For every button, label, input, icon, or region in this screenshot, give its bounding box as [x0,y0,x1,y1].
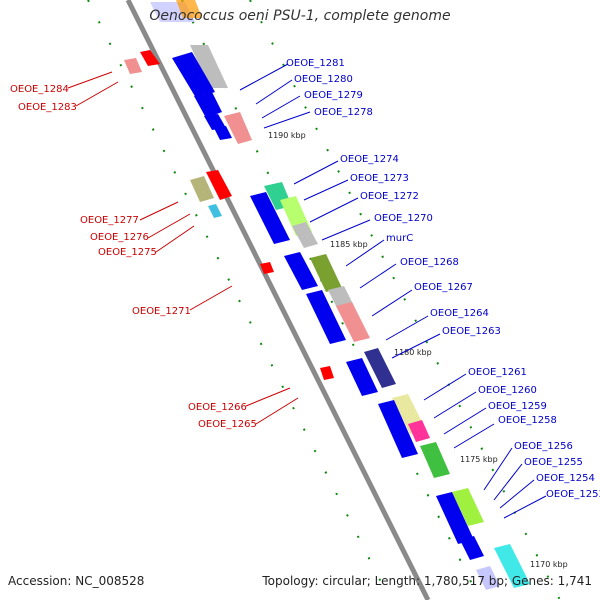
gene-block-1256 [420,442,450,478]
gene-label-oeoe-1259: OEOE_1259 [488,401,547,412]
reverse-leaders [67,71,299,425]
kbp-label-1170: 1170 kbp [530,560,568,569]
gene-label-oeoe-1258: OEOE_1258 [498,415,557,426]
gene-label-oeoe-1265: OEOE_1265 [198,419,257,430]
gene-block-1268 [310,254,342,292]
topology-text: Topology: circular; Length: 1,780,517 bp… [262,574,592,588]
gene-block-1277 [190,176,214,202]
gene-block-1276 [206,170,232,200]
gene-label-oeoe-1278: OEOE_1278 [314,107,373,118]
gene-block-1281 [190,45,228,88]
gene-block-1253 [436,492,474,544]
gene-block-1272 [250,192,290,244]
gene-block-1264 [336,302,370,342]
page-title: Oenococcus oeni PSU-1, complete genome [149,8,451,24]
gene-label-oeoe-1277: OEOE_1277 [80,215,139,226]
kbp-label-1175: 1175 kbp [460,455,498,464]
gene-label-oeoe-1275: OEOE_1275 [98,247,157,258]
gene-label-oeoe-1284: OEOE_1284 [10,84,69,95]
gene-label-oeoe-1283: OEOE_1283 [18,102,77,113]
gene-block-small1 [214,126,232,140]
gene-label-oeoe-1255: OEOE_1255 [524,457,583,468]
gene-block-bottom2 [494,544,530,588]
gene-label-oeoe-1264: OEOE_1264 [430,308,489,319]
kbp-label-1190: 1190 kbp [268,131,306,140]
gene-block-bottom1 [460,536,484,560]
gene-label-oeoe-1280: OEOE_1280 [294,74,353,85]
gene-block-1258 [408,420,430,442]
gene-block-1280 [172,52,215,98]
gene-label-oeoe-1279: OEOE_1279 [304,90,363,101]
gene-block-1284 [140,50,160,66]
gene-label-oeoe-1268: OEOE_1268 [400,257,459,268]
gene-block-1271 [260,262,274,274]
gene-label-oeoe-1267: OEOE_1267 [414,282,473,293]
gene-block-murC [284,252,318,290]
kbp-labels: 1190 kbp 1185 kbp 1180 kbp 1175 kbp 1170… [268,131,568,569]
gene-block-1255 [378,400,418,458]
gene-block-1261 [364,348,396,388]
gene-label-oeoe-1260: OEOE_1260 [478,385,537,396]
gene-label-oeoe-1261: OEOE_1261 [468,367,527,378]
gene-label-oeoe-1266: OEOE_1266 [188,402,247,413]
kbp-label-1185: 1185 kbp [330,240,368,249]
gene-label-oeoe-1272: OEOE_1272 [360,191,419,202]
gene-block-1275 [208,204,222,218]
gene-block-1279 [194,92,222,118]
gene-label-oeoe-1273: OEOE_1273 [350,173,409,184]
gene-block-1270 [292,222,318,248]
genome-backbone [125,0,431,600]
guide-tracks [87,0,561,600]
gene-label-oeoe-1256: OEOE_1256 [514,441,573,452]
gene-block-1278a [204,114,226,130]
forward-leaders [239,63,547,519]
gene-block-bottom3 [476,566,500,590]
forward-labels: OEOE_1281 OEOE_1280 OEOE_1279 OEOE_1278 … [286,58,600,500]
gene-block-1263 [306,290,346,344]
gene-blocks [124,0,530,590]
gene-label-oeoe-1253: OEOE_1253 [546,489,600,500]
kbp-label-1180: 1180 kbp [394,348,432,357]
gene-block-top2 [176,0,202,18]
gene-block-1260 [346,358,378,396]
gene-label-oeoe-1254: OEOE_1254 [536,473,595,484]
gene-block-1283 [124,58,142,74]
accession-text: Accession: NC_008528 [8,574,145,588]
gene-label-oeoe-1271: OEOE_1271 [132,306,191,317]
gene-label-oeoe-1274: OEOE_1274 [340,154,399,165]
gene-label-oeoe-1276: OEOE_1276 [90,232,149,243]
gene-block-1266 [320,366,334,380]
gene-block-1254 [452,488,484,526]
gene-block-1278b [224,112,252,144]
gene-label-oeoe-1281: OEOE_1281 [286,58,345,69]
gene-label-murc: murC [386,233,413,244]
gene-label-oeoe-1270: OEOE_1270 [374,213,433,224]
reverse-labels: OEOE_1284 OEOE_1283 OEOE_1277 OEOE_1276 … [10,84,257,430]
gene-label-oeoe-1263: OEOE_1263 [442,326,501,337]
